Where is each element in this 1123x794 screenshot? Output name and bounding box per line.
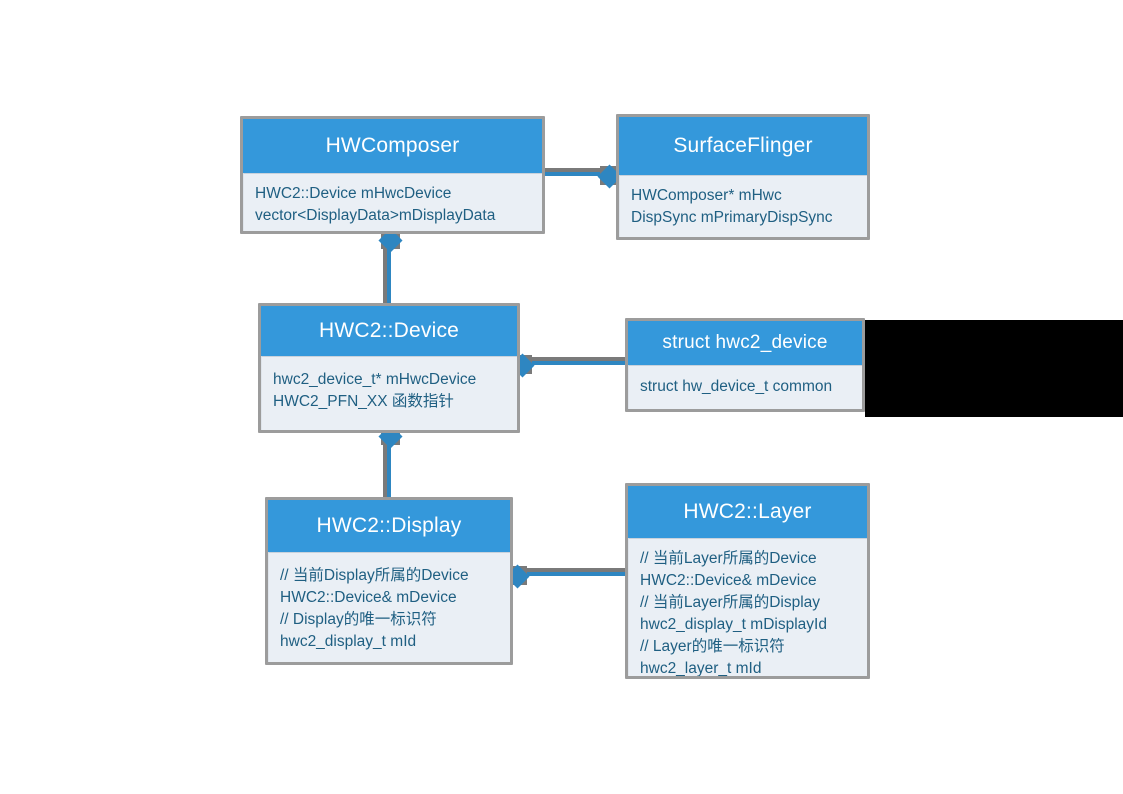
conn-hwc2device-struct [518, 355, 638, 371]
conn-hwc2device-hwc2display [380, 428, 398, 500]
class-title-surfaceflinger: SurfaceFlinger [619, 117, 867, 175]
connector-line [540, 172, 622, 176]
class-box-hwc2device[interactable]: HWC2::Device hwc2_device_t* mHwcDevice H… [258, 303, 520, 433]
connector-line [518, 361, 630, 365]
class-title-hwcomposer: HWComposer [243, 119, 542, 173]
connector-shadow [383, 232, 390, 310]
class-attributes-hwcomposer: HWC2::Device mHwcDevice vector<DisplayDa… [243, 173, 542, 231]
class-attributes-hwc2device: hwc2_device_t* mHwcDevice HWC2_PFN_XX 函数… [261, 356, 517, 430]
class-attributes-hwc2display: // 当前Display所属的Device HWC2::Device& mDev… [268, 552, 510, 662]
conn-hwc2display-hwc2layer [512, 566, 638, 582]
class-box-surfaceflinger[interactable]: SurfaceFlinger HWComposer* mHwc DispSync… [616, 114, 870, 240]
class-attributes-surfaceflinger: HWComposer* mHwc DispSync mPrimaryDispSy… [619, 175, 867, 237]
connector-shadow [512, 568, 630, 575]
class-attributes-hwc2layer: // 当前Layer所属的Device HWC2::Device& mDevic… [628, 538, 867, 676]
connector-shadow [383, 428, 390, 500]
conn-hwcomposer-hwc2device [380, 232, 398, 310]
redacted-region [865, 320, 1123, 417]
class-attributes-struct-hwc2-device: struct hw_device_t common [628, 365, 862, 409]
class-box-struct-hwc2-device[interactable]: struct hwc2_device struct hw_device_t co… [625, 318, 865, 412]
class-title-hwc2display: HWC2::Display [268, 500, 510, 552]
connector-shadow [540, 168, 622, 175]
class-title-struct-hwc2-device: struct hwc2_device [628, 321, 862, 365]
class-title-hwc2device: HWC2::Device [261, 306, 517, 356]
connector-line [387, 232, 391, 310]
class-box-hwc2layer[interactable]: HWC2::Layer // 当前Layer所属的Device HWC2::De… [625, 483, 870, 679]
class-box-hwcomposer[interactable]: HWComposer HWC2::Device mHwcDevice vecto… [240, 116, 545, 234]
class-box-hwc2display[interactable]: HWC2::Display // 当前Display所属的Device HWC2… [265, 497, 513, 665]
connector-shadow [518, 357, 630, 364]
connector-line [512, 572, 630, 576]
conn-hwcomposer-surfaceflinger [540, 166, 630, 182]
connector-line [387, 428, 391, 500]
class-title-hwc2layer: HWC2::Layer [628, 486, 867, 538]
